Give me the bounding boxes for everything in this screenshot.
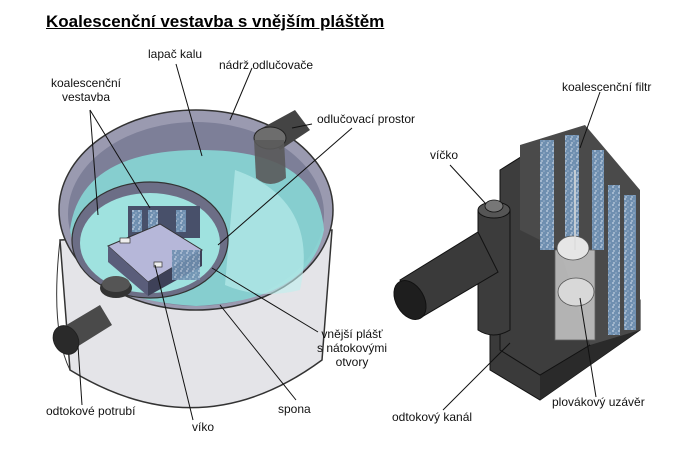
label-spona: spona — [278, 402, 311, 416]
label-koalescencni-vestavba: koalescenční vestavba — [46, 76, 126, 104]
label-odtokove-potrubi: odtokové potrubí — [46, 404, 136, 418]
label-nadrz-odlucovace: nádrž odlučovače — [219, 58, 314, 72]
leader-lines — [77, 63, 601, 421]
label-koalescencni-vestavba-line2: vestavba — [61, 90, 111, 104]
label-viko: víko — [192, 420, 215, 434]
label-vnejsi-plast-line2: s nátokovými — [316, 341, 388, 355]
label-koalescencni-filtr: koalescenční filtr — [562, 80, 652, 94]
label-plovakovy-uzaver: plovákový uzávěr — [552, 395, 645, 409]
label-odtokovy-kanal: odtokový kanál — [392, 410, 473, 424]
label-vnejsi-plast-line1: vnější plášť — [321, 327, 383, 341]
label-vnejsi-plast-line3: otvory — [335, 355, 369, 369]
page-title: Koalescenční vestavba s vnějším pláštěm — [46, 12, 385, 31]
separator-tank — [52, 109, 334, 409]
label-vicko: víčko — [430, 148, 459, 162]
label-koalescencni-vestavba-line1: koalescenční — [50, 76, 122, 90]
label-odlucovaci-prostor: odlučovací prostor — [317, 112, 416, 126]
label-vnejsi-plast: vnější plášť s nátokovými otvory — [304, 327, 400, 369]
filter-unit — [393, 125, 641, 401]
label-lapac-kalu: lapač kalu — [148, 47, 203, 61]
